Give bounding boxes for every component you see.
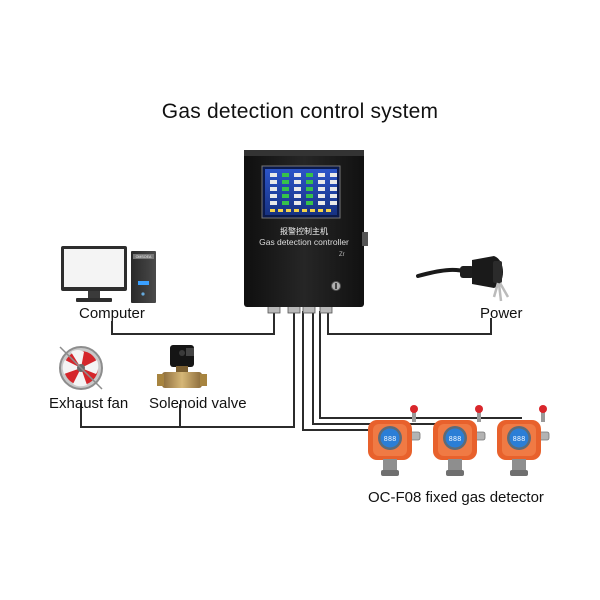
alarm-lamp-icon	[410, 405, 418, 413]
screen-cell	[294, 180, 301, 184]
wire-detector-bus-c	[319, 311, 522, 419]
screen-indicator	[294, 209, 299, 212]
screen-cell	[318, 187, 325, 191]
wire-power	[327, 311, 492, 335]
screen-cell	[270, 187, 277, 191]
screen-indicator	[326, 209, 331, 212]
gas-detector-1: 888	[368, 405, 421, 476]
power-plug-icon	[416, 256, 510, 302]
solenoid-valve-label: Solenoid valve	[149, 395, 247, 412]
screen-cell	[282, 201, 289, 205]
screen-cell	[318, 180, 325, 184]
wire-detector-bus-b	[312, 311, 460, 425]
screen-readouts	[270, 173, 337, 212]
screen-cell	[294, 173, 301, 177]
screen-cell	[306, 173, 313, 177]
gas-detector-3: 888	[497, 405, 550, 476]
detector-readout: 888	[384, 435, 397, 443]
screen-cell	[330, 201, 337, 205]
screen-cell	[270, 194, 277, 198]
screen-indicator	[310, 209, 315, 212]
screen-cell	[282, 194, 289, 198]
screen-cell	[318, 194, 325, 198]
wire-actuators	[80, 311, 295, 428]
screen-cell	[270, 180, 277, 184]
screen-cell	[294, 201, 301, 205]
alarm-lamp-icon	[539, 405, 547, 413]
screen-cell	[330, 173, 337, 177]
screen-cell	[282, 180, 289, 184]
screen-cell	[318, 173, 325, 177]
diagram-title: Gas detection control system	[161, 100, 439, 123]
alarm-lamp-post	[541, 410, 545, 422]
screen-indicator	[270, 209, 275, 212]
screen-indicator	[302, 209, 307, 212]
screen-cell	[270, 201, 277, 205]
screen-cell	[306, 201, 313, 205]
screen-cell	[306, 194, 313, 198]
detector-readout: 888	[513, 435, 526, 443]
wiring	[80, 311, 522, 431]
pc-tower	[131, 251, 156, 303]
controller-badge: Zr	[339, 252, 345, 258]
svg-text:OMSOEA: OMSOEA	[136, 255, 152, 259]
wire-detector-bus-a	[302, 311, 376, 431]
screen-cell	[306, 180, 313, 184]
exhaust-fan-icon	[59, 346, 103, 390]
computer-icon: OMSOEA	[61, 246, 156, 303]
screen-cell	[294, 194, 301, 198]
screen-cell	[294, 187, 301, 191]
screen-cell	[306, 187, 313, 191]
gas-detector-2: 888	[433, 405, 486, 476]
screen-cell	[330, 187, 337, 191]
valve-body	[162, 372, 202, 388]
wire-computer	[111, 311, 275, 335]
solenoid-valve-icon	[157, 345, 207, 388]
alarm-lamp-post	[477, 410, 481, 422]
gas-detection-controller: 报警控制主机 Gas detection controller Zr	[244, 150, 368, 314]
sensor-head	[383, 459, 397, 471]
screen-indicator	[286, 209, 291, 212]
gas-detector-label: OC-F08 fixed gas detector	[368, 489, 544, 506]
screen-cell	[330, 180, 337, 184]
controller-label-en: Gas detection controller	[259, 237, 349, 247]
screen-indicator	[318, 209, 323, 212]
alarm-lamp-icon	[475, 405, 483, 413]
sensor-head	[512, 459, 526, 471]
exhaust-fan-label: Exhaust fan	[49, 395, 129, 412]
screen-cell	[282, 187, 289, 191]
screen-cell	[270, 173, 277, 177]
power-label: Power	[480, 305, 523, 322]
detector-readout: 888	[449, 435, 462, 443]
alarm-lamp-post	[412, 410, 416, 422]
computer-label: Computer	[79, 305, 145, 322]
controller-label-cn: 报警控制主机	[280, 226, 328, 236]
screen-cell	[318, 201, 325, 205]
screen-cell	[330, 194, 337, 198]
sensor-head	[448, 459, 462, 471]
screen-cell	[282, 173, 289, 177]
gas-detector-group: 888 888 888	[368, 405, 550, 476]
screen-indicator	[278, 209, 283, 212]
